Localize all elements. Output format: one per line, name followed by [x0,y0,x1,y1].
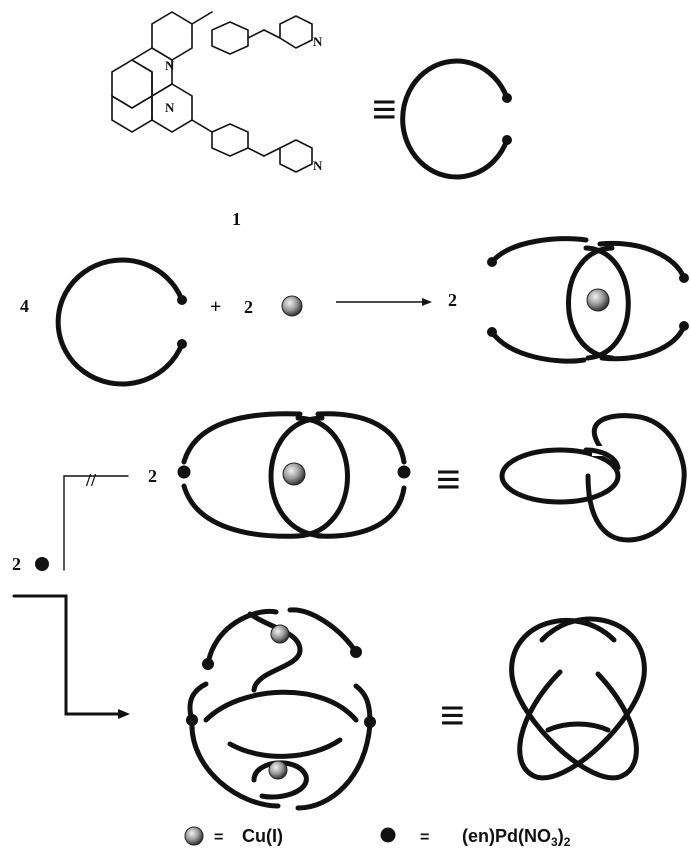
cu-legend-label: Cu(I) [242,826,283,846]
coefficient-2: 2 [148,466,157,486]
pd-unit-icon [35,557,49,571]
pd-label-sub2: 2 [564,835,571,849]
coefficient-2: 2 [12,554,21,574]
n-atom-label: N [313,158,323,173]
compound-number: 1 [232,209,241,229]
pd-legend-icon [380,827,396,843]
cu-ion-icon [281,295,303,317]
cu-legend-icon [184,826,204,846]
blocked-pathway-line [63,475,129,571]
knot-icon [509,616,647,781]
pd-legend-equals: = [420,829,429,846]
n-atom-label: N [165,100,175,115]
reaction-arrow [12,594,130,719]
equivalence-symbol: ≡ [440,691,465,740]
reaction-arrow [336,298,432,306]
n-atom-label: N [313,34,323,49]
pd-legend-label: (en)Pd(NO3)2 [462,826,571,849]
plus-sign: + [210,296,221,318]
c-ligand-icon [400,58,512,180]
molecule-1-structure [111,11,313,173]
blocked-mark: // [85,470,97,490]
pd-bridged-complex-icon [177,411,411,539]
coefficient-4: 4 [20,296,29,316]
hopf-link-icon [499,413,687,543]
coefficient-2: 2 [448,290,457,310]
pd-label-sub3: 3 [551,835,558,849]
pd-label-prefix: (en)Pd(NO [462,826,551,846]
trefoil-complex-icon [186,607,376,811]
c-ligand-icon [55,257,187,387]
pd-label-close: ) [558,826,564,846]
equivalence-symbol: ≡ [436,455,461,504]
cu-legend-equals: = [214,829,223,846]
coefficient-2: 2 [244,297,253,317]
n-atom-label: N [165,58,175,73]
equivalence-symbol: ≡ [372,85,397,134]
cu-complex-icon [487,236,689,364]
